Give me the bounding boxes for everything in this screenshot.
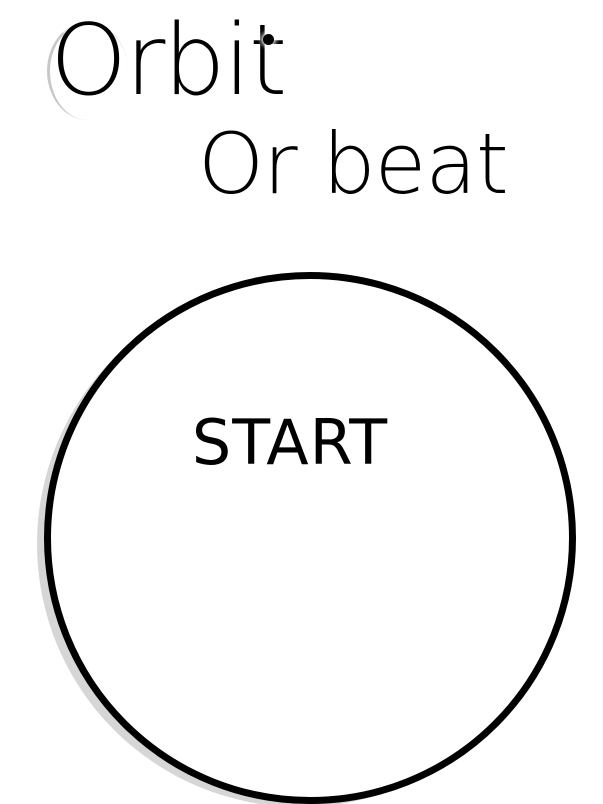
game-title: Orbit Or beat: [0, 0, 603, 230]
title-main: Orbit: [50, 4, 287, 118]
orbit-dot-icon: [263, 34, 274, 45]
title-subtitle: Or beat: [198, 115, 509, 213]
start-label: START: [191, 406, 389, 479]
start-button[interactable]: START: [44, 272, 576, 804]
